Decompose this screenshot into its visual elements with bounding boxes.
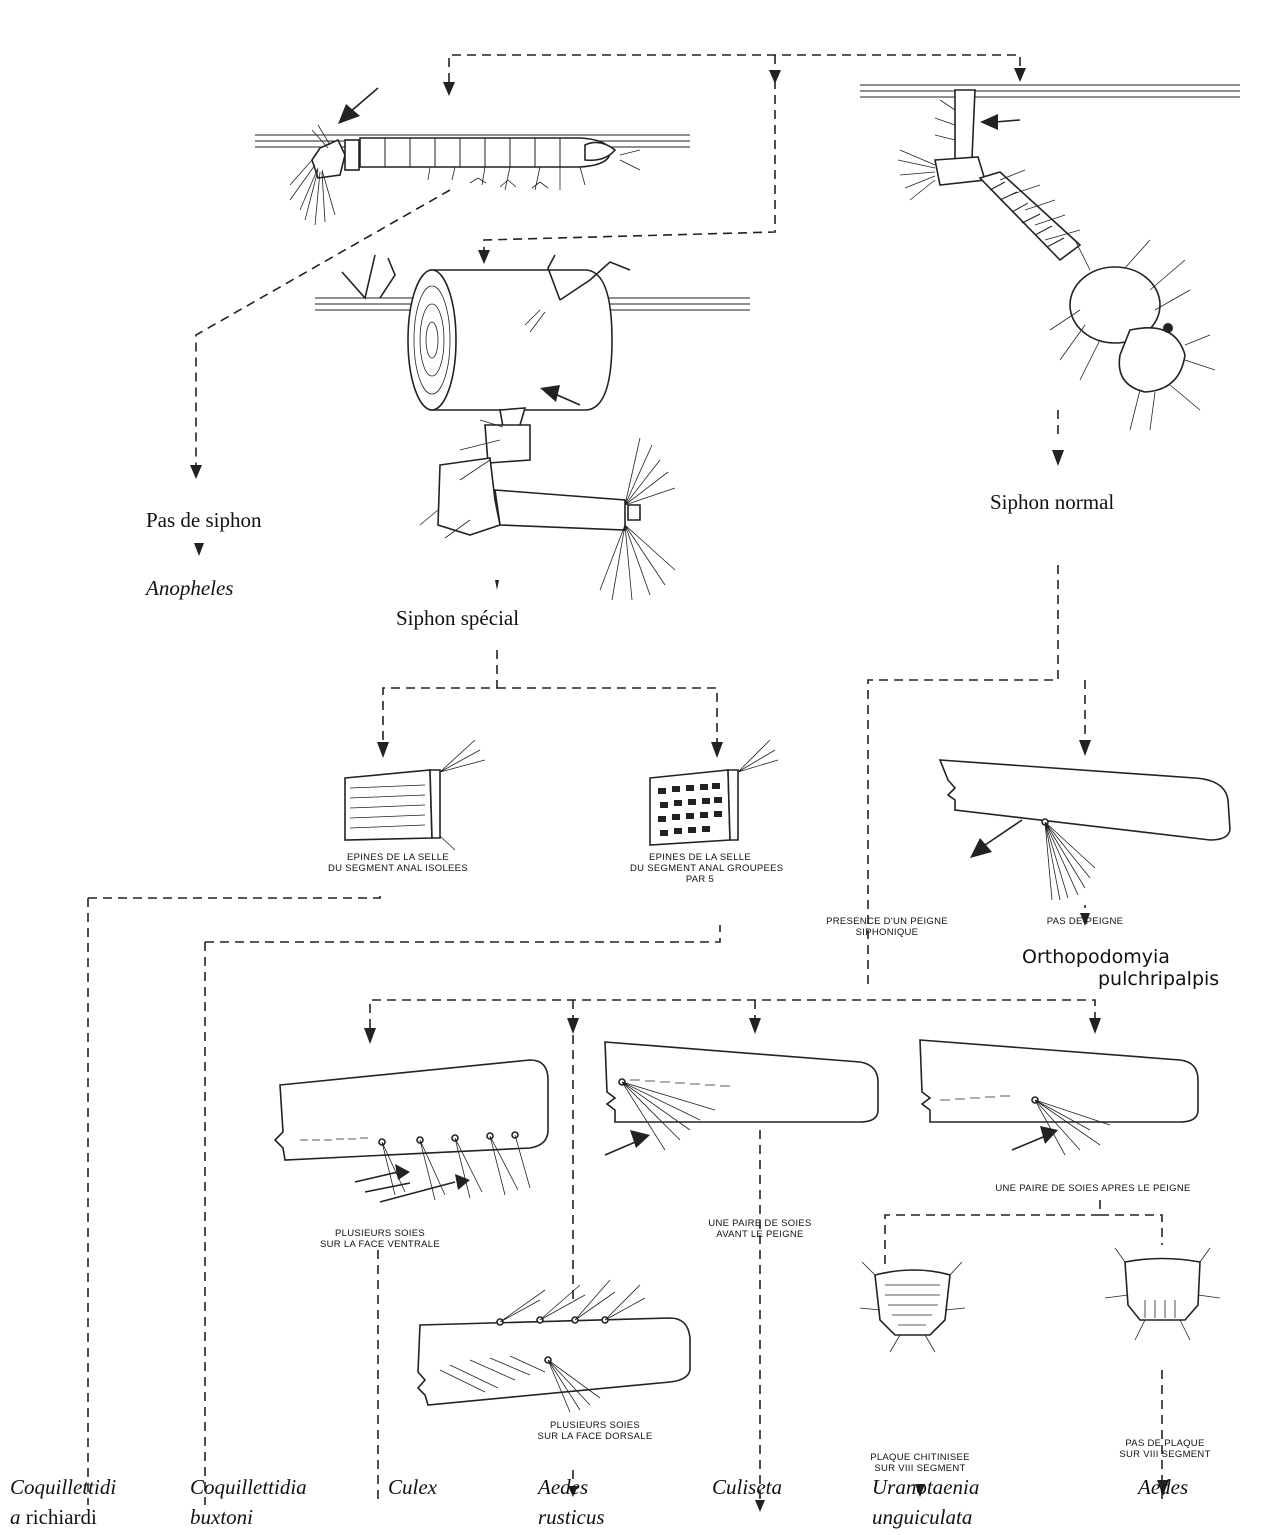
culicine-larva-illustration bbox=[860, 85, 1240, 430]
special-siphon-label: Siphon spécial bbox=[396, 606, 519, 631]
caption-line: EPINES DE LA SELLE bbox=[630, 852, 770, 863]
genus-line: Coquillettidia bbox=[190, 1472, 307, 1502]
culex-label: Culex bbox=[388, 1472, 437, 1502]
coquillettidia-richiardi-label: Coquillettidi a richiardi bbox=[10, 1472, 116, 1532]
aedes-rusticus-label: Aedes rusticus bbox=[538, 1472, 605, 1532]
after-comb-siphon bbox=[920, 1040, 1198, 1155]
chitinized-plate-caption: PLAQUE CHITINISEE SUR VIII SEGMENT bbox=[855, 1452, 985, 1474]
genus-line: Uranotaenia bbox=[872, 1472, 979, 1502]
culiseta-label: Culiseta bbox=[712, 1472, 782, 1502]
caption-line: DU SEGMENT ANAL GROUPEES bbox=[630, 863, 770, 874]
normal-siphon-label: Siphon normal bbox=[990, 490, 1114, 515]
aedes-label: Aedes bbox=[1138, 1472, 1188, 1502]
setae-before-comb-caption: UNE PAIRE DE SOIES AVANT LE PEIGNE bbox=[690, 1218, 830, 1240]
genus-line: a richiardi bbox=[10, 1502, 116, 1532]
no-comb-caption: PAS DE PEIGNE bbox=[1030, 916, 1140, 927]
caption-line: PLAQUE CHITINISEE bbox=[855, 1452, 985, 1463]
anopheles-genus-label: Anopheles bbox=[146, 576, 233, 601]
ventral-setae-caption: PLUSIEURS SOIES SUR LA FACE VENTRALE bbox=[305, 1228, 455, 1250]
orthopodomyia-species-label: pulchripalpis bbox=[1098, 968, 1219, 990]
anopheles-pointer-arrow bbox=[338, 88, 378, 124]
isolated-spines-segment bbox=[345, 740, 485, 850]
coquillettidia-buxtoni-label: Coquillettidia buxtoni bbox=[190, 1472, 307, 1532]
culicine-pointer-arrow bbox=[980, 114, 1020, 130]
aedes-anal-segment bbox=[1105, 1248, 1220, 1340]
coquillettidia-larva-illustration bbox=[315, 255, 750, 600]
caption-line: DU SEGMENT ANAL ISOLEES bbox=[328, 863, 468, 874]
genus-line: rusticus bbox=[538, 1502, 605, 1532]
uranotaenia-anal-segment bbox=[860, 1262, 965, 1352]
caption-line: AVANT LE PEIGNE bbox=[690, 1229, 830, 1240]
dorsal-setae-caption: PLUSIEURS SOIES SUR LA FACE DORSALE bbox=[520, 1420, 670, 1442]
species-fragment: richiardi bbox=[21, 1505, 97, 1529]
caption-line: PLUSIEURS SOIES bbox=[305, 1228, 455, 1239]
caption-line: UNE PAIRE DE SOIES bbox=[690, 1218, 830, 1229]
genus-line: buxtoni bbox=[190, 1502, 307, 1532]
grouped-spines-caption: EPINES DE LA SELLE DU SEGMENT ANAL GROUP… bbox=[630, 852, 770, 885]
anopheles-larva-illustration bbox=[255, 125, 690, 225]
no-comb-siphon bbox=[940, 760, 1230, 900]
aedes-rusticus-siphon bbox=[418, 1280, 690, 1412]
isolated-spines-caption: EPINES DE LA SELLE DU SEGMENT ANAL ISOLE… bbox=[328, 852, 468, 874]
uranotaenia-unguiculata-label: Uranotaenia unguiculata bbox=[872, 1472, 979, 1532]
no-plate-caption: PAS DE PLAQUE SUR VIII SEGMENT bbox=[1105, 1438, 1225, 1460]
genus-line: unguiculata bbox=[872, 1502, 979, 1532]
caption-line: SUR LA FACE VENTRALE bbox=[305, 1239, 455, 1250]
orthopodomyia-genus-label: Orthopodomyia bbox=[1022, 946, 1170, 968]
culex-siphon bbox=[275, 1060, 548, 1202]
comb-present-caption: PRESENCE D'UN PEIGNE SIPHONIQUE bbox=[812, 916, 962, 938]
caption-line: SUR VIII SEGMENT bbox=[1105, 1449, 1225, 1460]
caption-line: PRESENCE D'UN PEIGNE bbox=[812, 916, 962, 927]
grouped-spines-segment bbox=[650, 740, 778, 845]
special-siphon-arrowheads bbox=[377, 742, 723, 758]
caption-line: SIPHONIQUE bbox=[812, 927, 962, 938]
genus-line: Coquillettidi bbox=[10, 1472, 116, 1502]
caption-line: EPINES DE LA SELLE bbox=[328, 852, 468, 863]
setae-after-comb-caption: UNE PAIRE DE SOIES APRES LE PEIGNE bbox=[968, 1183, 1218, 1194]
genus-line: Aedes bbox=[538, 1472, 605, 1502]
caption-line: PAR 5 bbox=[630, 874, 770, 885]
no-siphon-label: Pas de siphon bbox=[146, 508, 262, 533]
caption-line: PAS DE PLAQUE bbox=[1105, 1438, 1225, 1449]
caption-line: SUR LA FACE DORSALE bbox=[520, 1431, 670, 1442]
culiseta-siphon bbox=[605, 1042, 878, 1155]
caption-line: PLUSIEURS SOIES bbox=[520, 1420, 670, 1431]
top-connectors bbox=[196, 55, 1058, 470]
genus-fragment: a bbox=[10, 1505, 21, 1529]
